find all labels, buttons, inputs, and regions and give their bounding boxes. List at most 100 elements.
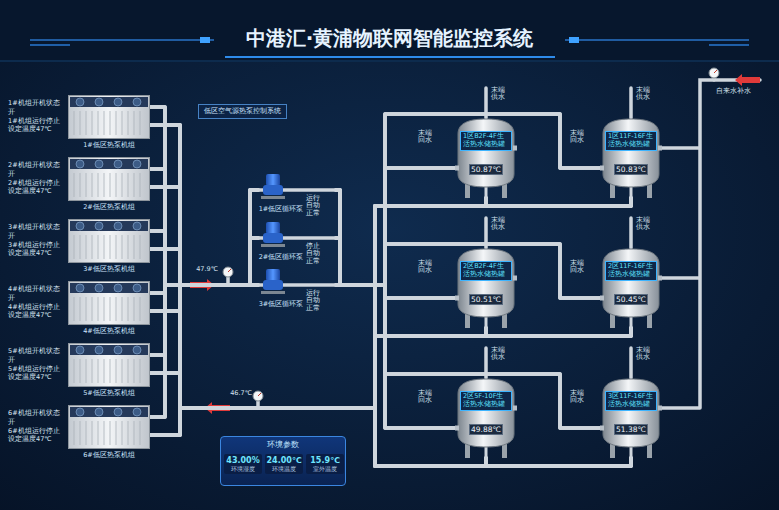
text-group: 50.51℃ [469,294,503,305]
tank-figure [458,119,514,187]
heat-pump-figure [134,111,135,135]
pipe-connector [150,249,631,408]
heat-pump-figure [122,421,123,445]
pipe-connector [150,107,258,285]
storage-tank: 1区B2F-4F生活热水储热罐50.87℃ [455,118,517,198]
tank-name: 2区5F-10F生活热水储热罐 [463,393,509,409]
text-group: 43.00%环境湿度 [224,454,262,474]
heat-pump-figure [110,173,111,197]
storage-tank: 2区B2F-4F生活热水储热罐50.51℃ [455,248,517,328]
heat-pump-figure [122,359,123,383]
storage-tank: 1区11F-16F生活热水储热罐 50.83℃ [600,118,662,198]
heat-pump-figure [80,173,81,197]
pipe-connector [150,198,486,408]
circulation-pump: 运行 自动 正常1#低区循环泵 [258,174,336,220]
heat-pump-figure [74,359,75,383]
tank-figure [600,426,604,431]
env-value: 环境湿度 [224,466,262,473]
text-group: 3#低区热泵机组 [68,265,150,274]
heat-pump-figure [92,359,93,383]
pipe-connector [336,285,455,298]
pipe-connector [150,125,631,466]
pipe-connector [150,107,258,285]
heat-pump-figure [104,297,105,321]
heat-pump-figure [74,235,75,259]
status-text: 设定温度47℃ [8,311,64,320]
text-group: 环境参数 [221,440,345,449]
tank-figure [600,378,662,458]
heat-pump-figure [70,345,148,355]
heat-pump-figure [68,157,150,201]
heat-pump-figure [98,421,99,445]
heat-pump-figure [134,359,135,383]
heat-pump-figure [133,284,141,292]
tank-temperature: 51.38℃ [615,425,647,434]
text-group: 2#低区热泵机组 [68,203,150,212]
pipe-connector [150,328,486,435]
pipe-connector [150,187,631,408]
storage-tank: 2区5F-10F生活热水储热罐49.88℃ [455,378,517,458]
tank-figure [455,248,517,328]
pipe-label: 末端回水 [570,260,586,275]
heat-pump-unit: 4#机组开机状态开4#机组运行停止设定温度47℃4#低区热泵机组 [8,281,150,339]
pipe-label: 末端回水 [418,130,434,145]
status-text: 2#机组运行停止 [8,179,64,188]
heat-pump-figure [76,284,84,292]
pipe-connector [150,125,486,466]
heat-pump-figure [110,235,111,259]
pump-figure [261,196,285,199]
heat-pump-figure [68,219,150,263]
text-group: 4#机组开机状态开4#机组运行停止设定温度47℃ [8,285,64,320]
heat-pump-figure [76,346,84,354]
tank-figure [513,146,517,151]
pipe-connector [150,187,486,408]
heat-pump-figure [70,97,148,107]
heat-pump-figure [104,111,105,135]
control-box: 低区空气源热泵控制系统 [198,104,287,119]
heat-pump-figure [116,297,117,321]
unit-name: 5#低区热泵机组 [68,389,150,398]
storage-tank: 2区11F-16F生活热水储热罐50.45℃ [600,248,662,328]
status-text: 运行 自动 正常 [306,290,322,312]
heat-pump-figure [70,159,148,169]
heat-pump-figure [80,359,81,383]
tank-temperature: 50.83℃ [615,165,647,174]
pipe-connector [336,238,455,298]
text-group: 24.00℃环境温度 [265,454,303,474]
text-group: 5#机组开机状态开5#机组运行停止设定温度47℃ [8,347,64,382]
text-group: 6#低区热泵机组 [68,451,150,460]
heat-pump-unit: 5#机组开机状态开5#机组运行停止设定温度47℃ 5#低区热泵机组 [8,343,150,401]
text-group: 2#机组开机状态开2#机组运行停止设定温度47℃ [8,161,64,196]
heat-pump-figure [69,158,150,201]
title-bar [225,56,555,58]
heat-pump-figure [128,421,129,445]
tank-name: 1区B2F-4F生活热水储热罐 [463,133,509,149]
heat-pump-figure [86,421,87,445]
pipe-label: 末端供水 [636,347,652,362]
status-text: 5#机组开机状态开 [8,347,64,365]
tank-figure [513,406,517,411]
status-text: 设定温度47℃ [8,373,64,382]
status-text: 设定温度47℃ [8,187,64,196]
pump-figure [266,222,280,234]
status-text: 停止 自动 正常 [306,243,322,265]
tank-figure [603,119,659,187]
text-group: 15.9℃室外温度 [306,454,344,474]
pipe-connector [150,198,631,408]
tank-figure [658,146,662,151]
heat-pump-figure [95,346,103,354]
title-bar [30,39,214,41]
text-group: 低区空气源热泵控制系统 [204,107,281,116]
heat-pump-figure [122,297,123,321]
pipe-connector [150,249,486,466]
pipe-connector [336,168,455,285]
heat-pump-figure [140,111,141,135]
pipe-label: 末端回水 [570,390,586,405]
heat-pump-figure [110,297,111,321]
temperature-reading: 46.7℃ [220,390,252,397]
heat-pump-figure [140,173,141,197]
heat-pump-figure [133,160,141,168]
heat-pump-figure [69,406,150,449]
text-group: 1区11F-16F生活热水储热罐 [605,131,657,151]
